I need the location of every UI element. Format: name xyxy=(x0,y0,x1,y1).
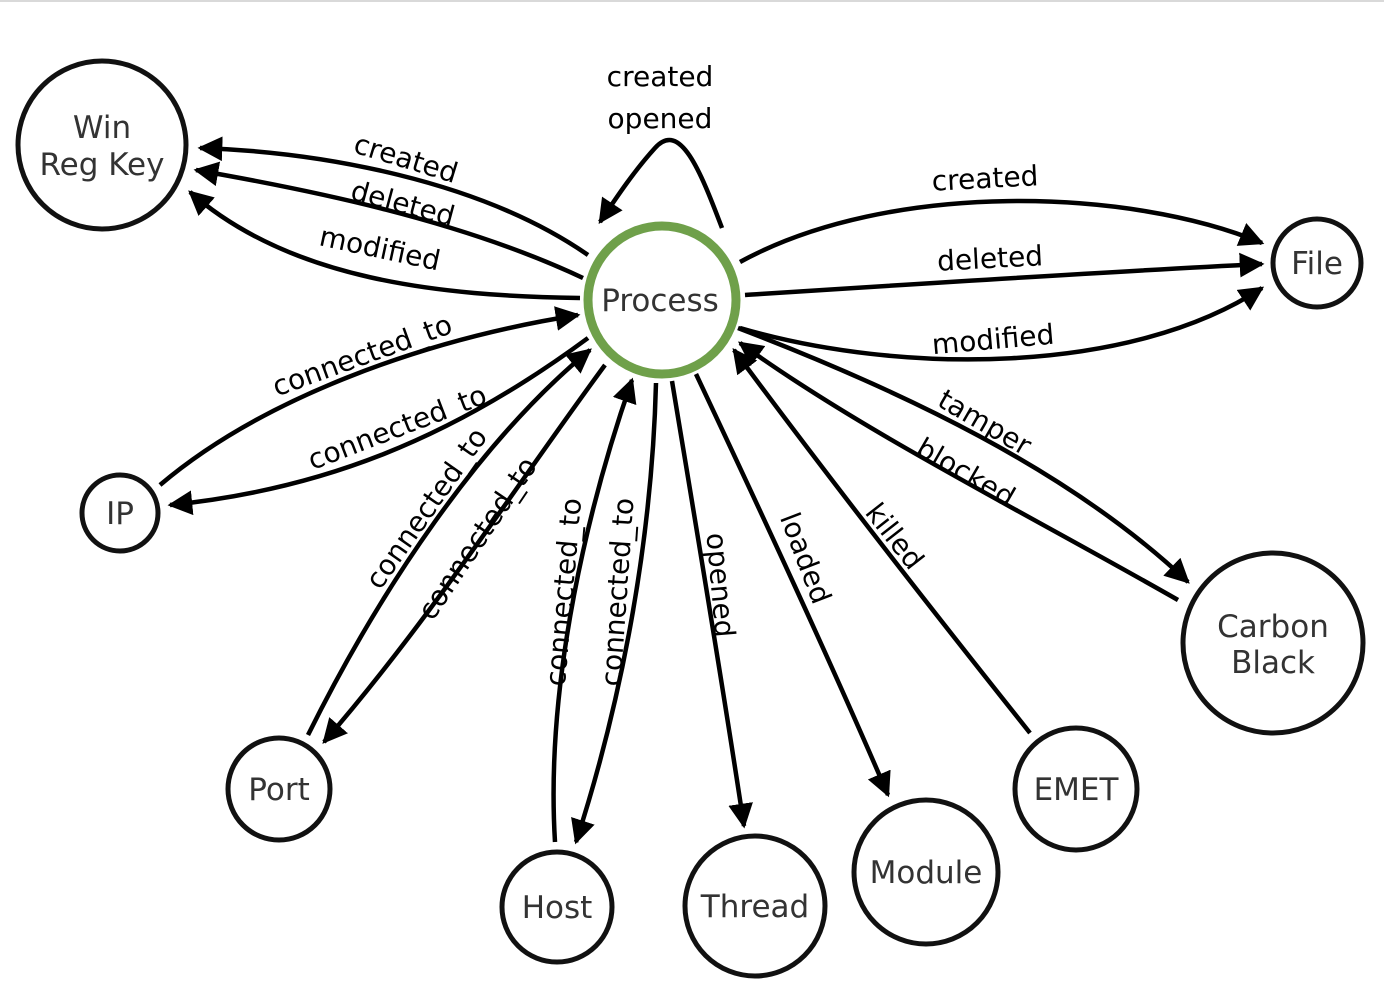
edge-reg-created xyxy=(197,136,590,257)
module-circle xyxy=(851,797,1001,947)
node-host[interactable]: Host xyxy=(499,849,615,965)
node-carbon-black[interactable]: Carbon Black xyxy=(1180,550,1366,736)
carbon-black-label-line1: Carbon xyxy=(1217,609,1329,645)
emet-circle xyxy=(1012,725,1140,853)
edge-module-loaded xyxy=(693,373,891,798)
host-circle xyxy=(499,849,615,965)
edge-host-to-process xyxy=(551,377,637,843)
label-file-deleted: deleted xyxy=(936,239,1044,278)
ip-circle xyxy=(79,472,161,554)
edge-reg-deleted xyxy=(193,161,584,281)
label-ip-to-process: connected_to xyxy=(268,308,457,404)
edge-ip-to-process xyxy=(158,306,581,487)
edge-file-modified xyxy=(739,286,1265,362)
edge-port-to-process xyxy=(305,348,592,737)
label-self-created: created xyxy=(607,60,714,93)
module-label: Module xyxy=(870,855,983,891)
label-host-to-process: connected_to xyxy=(539,497,588,688)
node-module[interactable]: Module xyxy=(851,797,1001,947)
edge-thread-opened xyxy=(669,380,753,829)
port-circle xyxy=(225,735,333,843)
edge-file-deleted xyxy=(744,252,1265,298)
edge-process-to-ip xyxy=(167,336,590,516)
node-thread[interactable]: Thread xyxy=(682,833,828,979)
port-label: Port xyxy=(248,772,309,808)
emet-label: EMET xyxy=(1034,772,1120,808)
process-label: Process xyxy=(601,283,719,319)
node-emet[interactable]: EMET xyxy=(1012,725,1140,853)
host-label: Host xyxy=(522,890,593,926)
edge-process-to-host xyxy=(571,382,659,845)
thread-circle xyxy=(682,833,828,979)
edge-emet-killed xyxy=(732,348,1032,735)
edge-reg-modified xyxy=(188,190,581,301)
win-reg-key-label-line2: Reg Key xyxy=(40,147,165,183)
win-reg-key-circle xyxy=(15,58,189,232)
node-ip[interactable]: IP xyxy=(79,472,161,554)
carbon-black-label-line2: Black xyxy=(1231,645,1315,681)
top-rule xyxy=(0,0,1384,2)
label-file-created: created xyxy=(931,159,1039,198)
file-label: File xyxy=(1291,246,1343,282)
label-thread-opened: opened xyxy=(699,531,741,638)
node-win-reg-key[interactable]: Win Reg Key xyxy=(15,58,189,232)
thread-label: Thread xyxy=(700,889,809,925)
edge-file-created xyxy=(738,198,1265,264)
edge-cb-tamper xyxy=(737,325,1190,584)
node-port[interactable]: Port xyxy=(225,735,333,843)
label-process-to-host: connected_to xyxy=(594,497,640,688)
ip-label: IP xyxy=(106,496,134,532)
node-file[interactable]: File xyxy=(1270,216,1364,310)
edge-process-to-port xyxy=(322,363,607,744)
file-circle xyxy=(1270,216,1364,310)
process-circle xyxy=(583,221,741,379)
edge-cb-blocked xyxy=(737,341,1180,602)
edge-self-loop xyxy=(598,137,725,229)
win-reg-key-label-line1: Win xyxy=(73,110,131,146)
carbon-black-circle xyxy=(1180,550,1366,736)
node-process[interactable]: Process xyxy=(583,221,741,379)
label-self-opened: opened xyxy=(608,102,713,135)
